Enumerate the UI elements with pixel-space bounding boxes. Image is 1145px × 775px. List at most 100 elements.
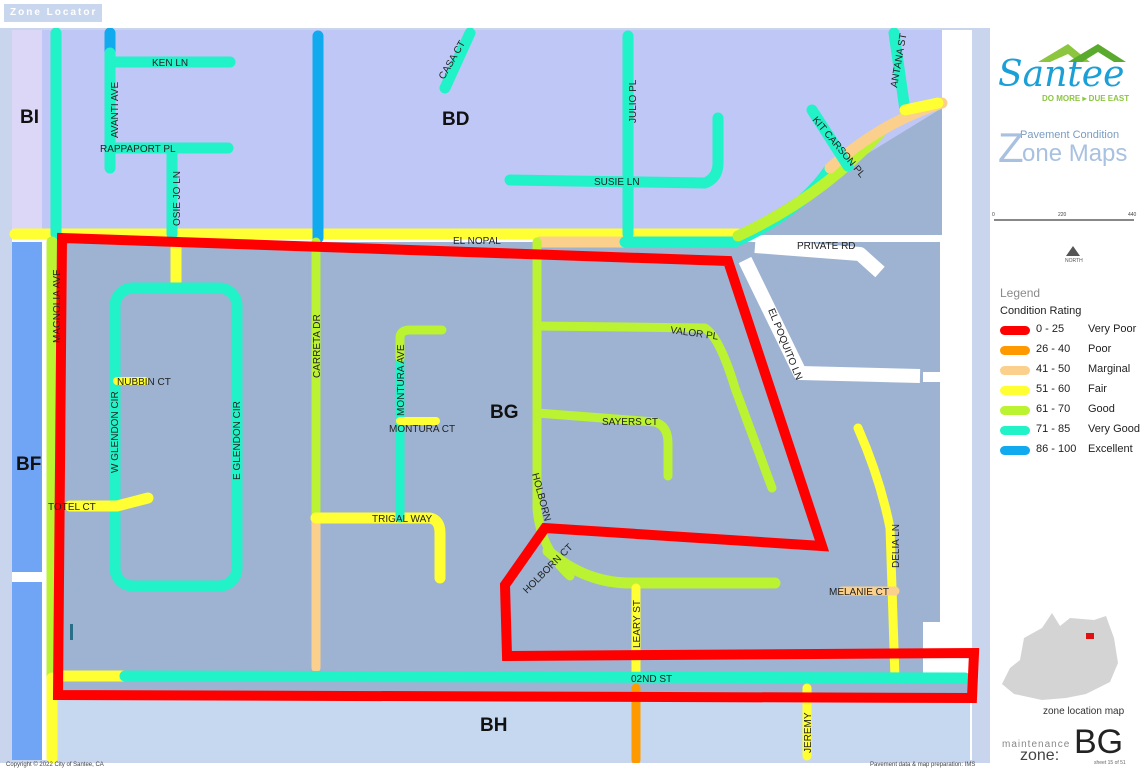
maintenance-zone-code: BG	[1074, 723, 1124, 761]
road-antana-ext	[899, 97, 944, 116]
scale-start: 0	[992, 212, 995, 218]
zone-bf-area	[12, 242, 42, 572]
road-holborn	[532, 237, 575, 581]
label-el-nopal: EL NOPAL	[453, 236, 501, 247]
side-panel: Santee DO MORE ▸ DUE EAST Pavement Condi…	[990, 28, 1145, 768]
label-montura-ave: MONTURA AVE	[396, 344, 407, 416]
sheet-number: sheet 15 of 51	[1094, 760, 1126, 766]
label-melanie-ct: MELANIE CT	[829, 587, 889, 598]
zone-label-bd: BD	[442, 109, 469, 130]
zone-bf-south-area	[12, 582, 42, 760]
scale-bar	[994, 219, 1134, 221]
legend-swatch	[1000, 446, 1030, 455]
legend-label: Marginal	[1088, 363, 1131, 375]
label-avanti-ave: AVANTI AVE	[110, 82, 121, 138]
product-title-line1: Pavement Condition	[1020, 129, 1120, 141]
legend-swatch	[1000, 426, 1030, 435]
legend-swatch	[1000, 406, 1030, 415]
road-casa-ct	[439, 28, 476, 94]
label-delia-ln: DELIA LN	[891, 524, 902, 568]
label-rappaport-pl: RAPPAPORT PL	[100, 144, 176, 155]
legend-swatch	[1000, 346, 1030, 355]
legend-range: 61 - 70	[1036, 403, 1071, 415]
legend-title: Legend	[1000, 286, 1041, 300]
maintenance-zone-label: zone:	[1020, 747, 1060, 764]
zone-locator-tab[interactable]: Zone Locator	[4, 4, 102, 22]
road-valor-pl	[532, 321, 777, 493]
maintenance-label: maintenance	[1002, 739, 1071, 750]
label-totel-ct: TOTEL CT	[48, 502, 96, 513]
zone-label-bh: BH	[480, 715, 507, 736]
label-02nd-st: 02ND ST	[631, 674, 672, 685]
zone-label-bi: BI	[20, 107, 39, 128]
label-leary-st: LEARY ST	[632, 600, 643, 648]
zone-bh-area	[55, 700, 970, 760]
road-holborn-ct	[542, 545, 781, 589]
map-canvas: BI BD BF BG BH KEN LN AVANTI AVE RAPPAPO…	[9, 28, 980, 763]
road-trigal-way	[310, 512, 446, 584]
copyright: Copyright © 2022 City of Santee, CA	[6, 762, 104, 768]
legend-swatch	[1000, 386, 1030, 395]
map-marker	[70, 624, 73, 640]
road-glendon-cir	[109, 282, 243, 592]
legend-range: 41 - 50	[1036, 363, 1071, 375]
legend-label: Good	[1088, 403, 1115, 415]
road-montura-ave-north	[395, 325, 447, 363]
road-susie-ln	[504, 112, 724, 189]
product-title-z: Z	[998, 124, 1024, 171]
road-kit-carson-pl	[806, 104, 854, 172]
location-map-label: zone location map	[1043, 706, 1125, 717]
zone-location-map[interactable]	[994, 608, 1134, 708]
label-trigal-way: TRIGAL WAY	[372, 514, 433, 525]
label-e-glendon-cir: E GLENDON CIR	[232, 401, 243, 480]
label-w-glendon-cir: W GLENDON CIR	[110, 391, 121, 473]
zone-map[interactable]: BI BD BF BG BH KEN LN AVANTI AVE RAPPAPO…	[0, 28, 990, 763]
road-02nd-st	[119, 670, 971, 684]
label-montura-ct: MONTURA CT	[389, 424, 455, 435]
label-nubbin-ct: NUBBIN CT	[117, 377, 171, 388]
scale-mid: 220	[1058, 212, 1067, 218]
legend-range: 86 - 100	[1036, 443, 1077, 455]
legend-label: Fair	[1088, 383, 1107, 395]
legend-range: 26 - 40	[1036, 343, 1071, 355]
road-totel-ct-east	[111, 492, 154, 512]
label-sayers-ct: SAYERS CT	[602, 417, 658, 428]
private-rd	[754, 239, 885, 278]
legend-label: Poor	[1088, 343, 1112, 355]
legend-label: Very Poor	[1088, 323, 1137, 335]
zone-bi-area	[12, 30, 42, 235]
legend-label: Excellent	[1088, 443, 1133, 455]
zone-label-bg: BG	[490, 402, 519, 423]
legend-swatch	[1000, 326, 1030, 335]
zone-bg-east-strip	[923, 382, 940, 622]
road-kit-carson-junction	[732, 127, 886, 242]
scale-end: 440	[1128, 212, 1137, 218]
legend-range: 51 - 60	[1036, 383, 1071, 395]
map-credit: Pavement data & map preparation: IMS	[870, 762, 976, 768]
legend-range: 71 - 85	[1036, 423, 1071, 435]
label-private-rd: PRIVATE RD	[797, 241, 856, 252]
label-magnolia-ave: MAGNOLIA AVE	[52, 269, 63, 343]
brand-name: Santee	[998, 54, 1125, 95]
current-zone-marker	[1086, 633, 1094, 639]
legend-swatch	[1000, 366, 1030, 375]
santee-logo-mark	[1038, 44, 1126, 62]
road-sayers-ct	[532, 408, 673, 481]
legend-range: 0 - 25	[1036, 323, 1065, 335]
north-arrow-icon	[1066, 246, 1080, 256]
road-antana-st	[888, 28, 911, 116]
label-jeremy: JEREMY	[803, 712, 814, 753]
label-susie-ln: SUSIE LN	[594, 177, 640, 188]
label-ken-ln: KEN LN	[152, 58, 188, 69]
north-label: NORTH	[1065, 258, 1083, 264]
zone-label-bf: BF	[16, 454, 41, 475]
label-osie-jo-ln: OSIE JO LN	[172, 171, 183, 226]
legend-subtitle: Condition Rating	[1000, 305, 1082, 317]
brand-tagline: DO MORE ▸ DUE EAST	[1042, 94, 1130, 103]
product-title-rest: one Maps	[1022, 140, 1128, 167]
label-julio-pl: JULIO PL	[628, 79, 639, 123]
road-delia-ln	[853, 423, 900, 683]
label-carreta-dr: CARRETA DR	[312, 314, 323, 378]
zone-bg-boundary[interactable]	[52, 232, 980, 704]
el-poquito-ln	[738, 256, 921, 383]
